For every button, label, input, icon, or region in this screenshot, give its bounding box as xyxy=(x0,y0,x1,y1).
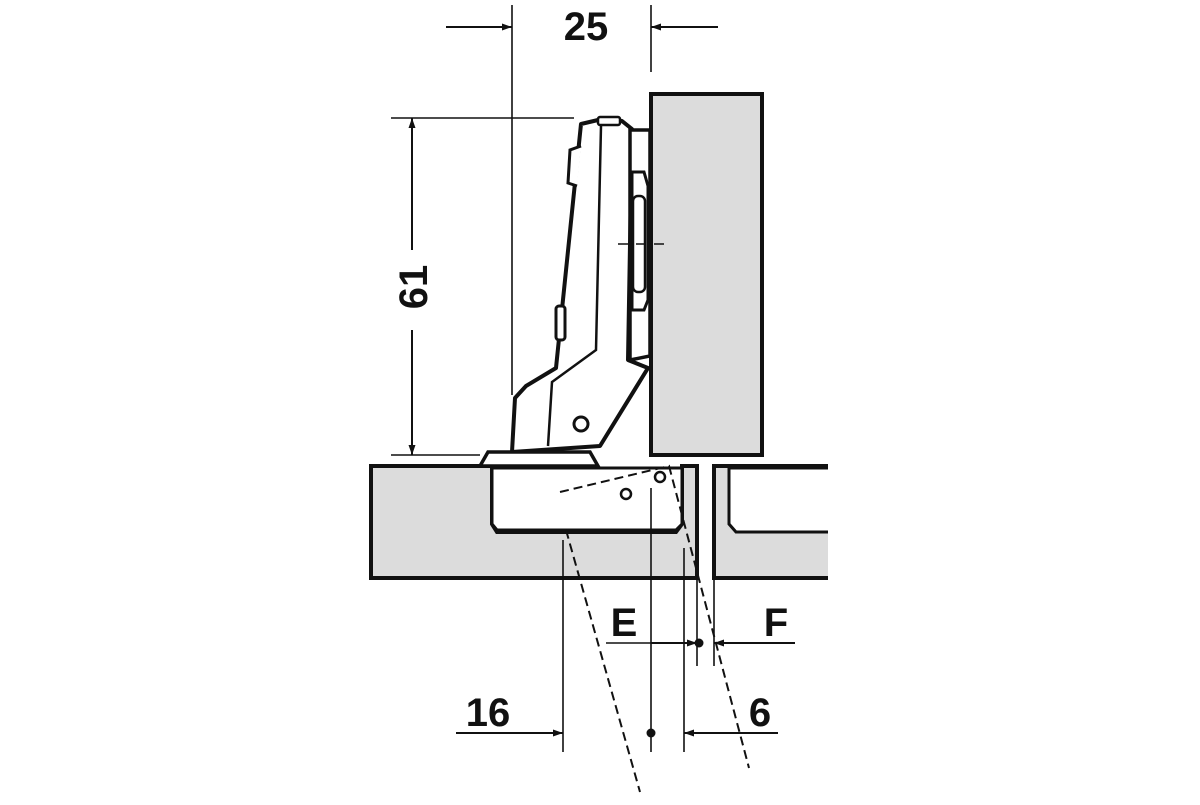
hinge-cup-flange xyxy=(476,450,602,468)
hinge-arm-knob xyxy=(566,144,582,188)
opened-door-outline xyxy=(559,464,750,793)
hinge-pivot-pin xyxy=(572,415,590,433)
cup-hole-left xyxy=(619,487,633,501)
dim-f-label: F xyxy=(764,601,788,645)
dim-e-label: E xyxy=(611,601,638,645)
hinge-top-screw xyxy=(596,115,622,127)
dim-61-label: 61 xyxy=(392,265,436,310)
adjacent-panel-recess xyxy=(727,466,828,534)
dim-6-dot xyxy=(646,728,656,738)
dim-16-label: 16 xyxy=(466,691,511,735)
cabinet-side-panel xyxy=(649,92,764,457)
dim-25-label: 25 xyxy=(564,5,609,49)
hinge-arm xyxy=(510,118,650,454)
hinge-cup-recess xyxy=(490,466,684,532)
dim-e-dot xyxy=(694,638,704,648)
cup-hole-right xyxy=(653,470,667,484)
dim-6-label: 6 xyxy=(749,691,771,735)
hinge-arm-inner-line xyxy=(546,125,603,447)
hinge-arm-tab xyxy=(554,304,567,342)
